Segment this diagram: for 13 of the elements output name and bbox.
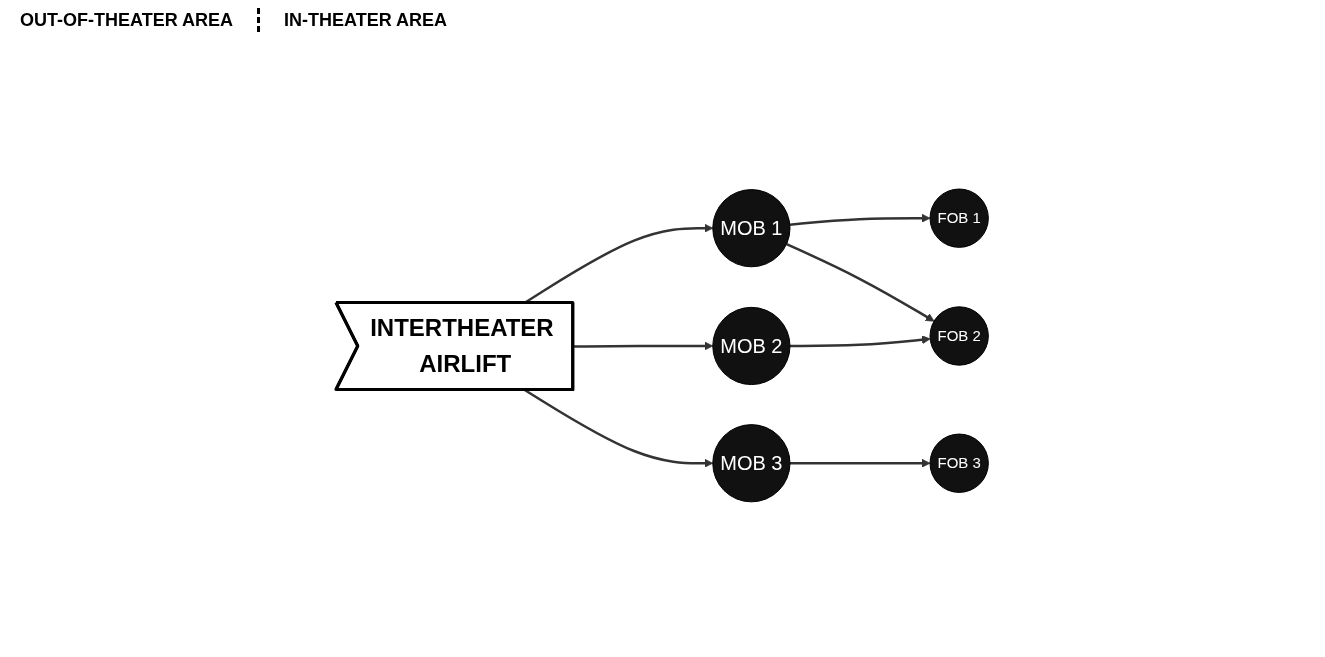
node-circle: FOB 3 (929, 433, 990, 493)
node-circle: MOB 2 (712, 306, 791, 385)
arrow (790, 334, 931, 347)
arrow (790, 458, 931, 468)
area-label: IN-THEATER AREA (284, 9, 447, 31)
node-circle: FOB 2 (929, 305, 990, 366)
arrow (786, 242, 935, 322)
arrow (573, 341, 714, 350)
arrow (790, 213, 931, 226)
node-circle: MOB 1 (712, 188, 791, 267)
node-circle: FOB 1 (929, 188, 990, 248)
area-label: OUT-OF-THEATER AREA (20, 9, 233, 31)
node-circle: MOB 3 (712, 423, 791, 502)
